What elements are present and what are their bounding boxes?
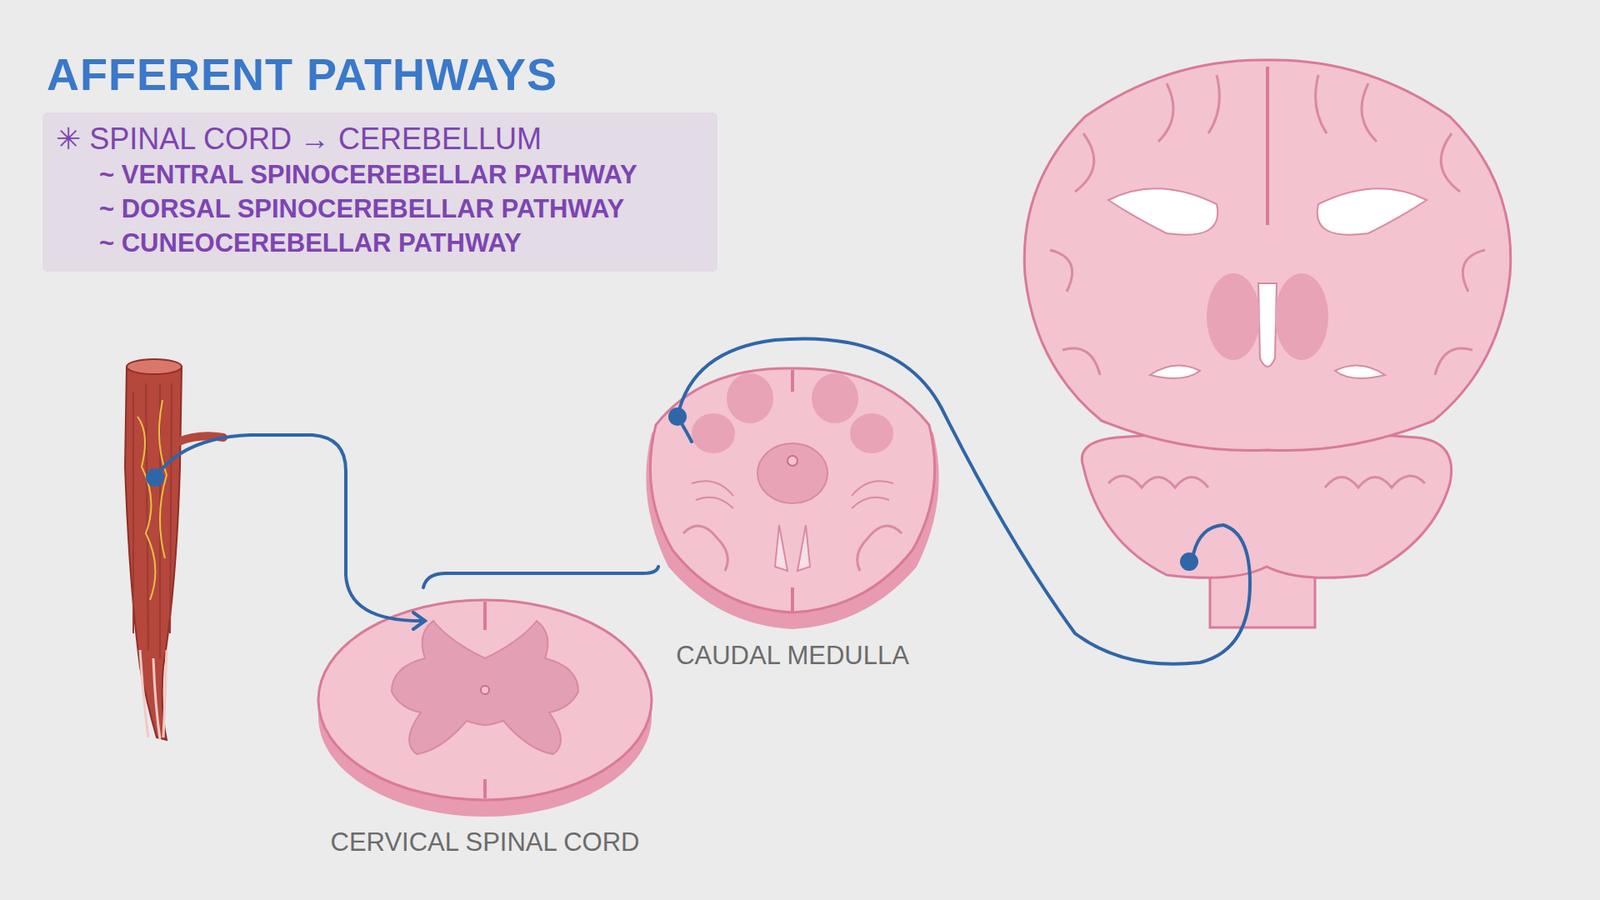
section-label: CAUDAL MEDULLA	[675, 640, 910, 671]
neural-pathway	[155, 338, 1250, 664]
neuron-body	[668, 407, 687, 426]
pathway-item: ~ CUNEOCEREBELLAR PATHWAY	[99, 225, 700, 260]
text-panel: ✳ SPINAL CORD → CEREBELLUM~ VENTRAL SPIN…	[42, 112, 718, 272]
neuron-body	[1180, 552, 1199, 571]
section-label: CERVICAL SPINAL CORD	[330, 827, 640, 858]
spinal-cord-section	[318, 600, 652, 817]
diagram-title: AFFERENT PATHWAYS	[46, 48, 558, 100]
pathway-item: ~ DORSAL SPINOCEREBELLAR PATHWAY	[99, 191, 700, 226]
muscle-illustration	[125, 359, 224, 740]
panel-heading: ✳ SPINAL CORD → CEREBELLUM	[55, 120, 700, 158]
neuron-body	[145, 468, 165, 487]
medulla-section	[645, 368, 939, 630]
brain-coronal-section	[1024, 60, 1510, 628]
pathway-item: ~ VENTRAL SPINOCEREBELLAR PATHWAY	[99, 157, 700, 192]
